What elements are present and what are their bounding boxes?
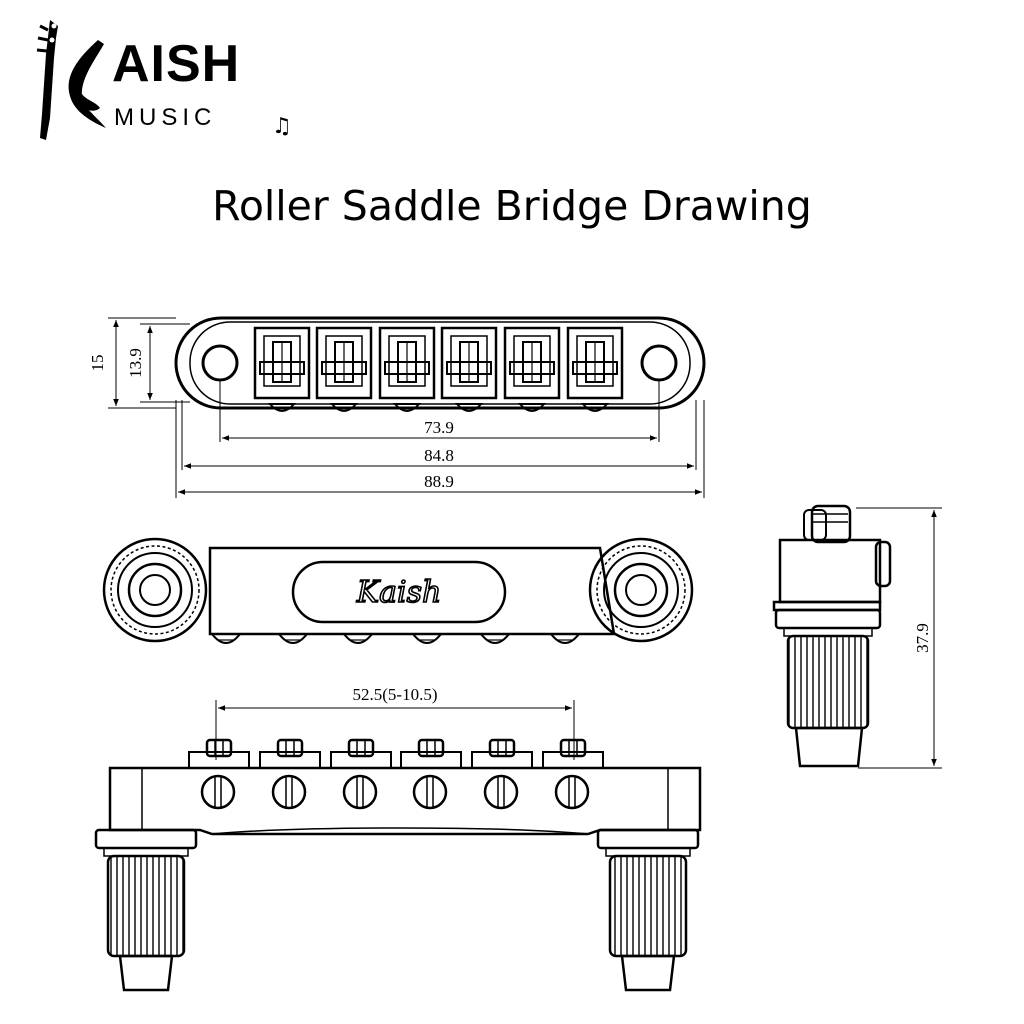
saddle-top-1 bbox=[253, 326, 311, 400]
saddle-top-3 bbox=[378, 326, 436, 400]
height-screw-hole bbox=[483, 774, 519, 810]
saddle-rear-6 bbox=[542, 738, 604, 769]
height-screw-hole bbox=[412, 774, 448, 810]
dim-height-inner: 13.9 bbox=[126, 348, 145, 378]
front-screw bbox=[341, 633, 375, 644]
brand-plate-text: Kaish bbox=[356, 575, 442, 610]
saddle-rear-2 bbox=[259, 738, 321, 769]
height-screw-hole bbox=[200, 774, 236, 810]
height-screw-hole bbox=[271, 774, 307, 810]
saddle-top-6 bbox=[566, 326, 624, 400]
dim-string-spacing: 52.5(5-10.5) bbox=[353, 685, 438, 704]
intonation-screw bbox=[454, 403, 484, 412]
dim-post-spacing: 73.9 bbox=[424, 418, 454, 437]
dim-total-height: 37.9 bbox=[913, 623, 932, 653]
logo-subtitle: MUSIC bbox=[114, 104, 217, 131]
saddle-rear-5 bbox=[471, 738, 533, 769]
kaish-music-logo: AISH MUSIC ♫ bbox=[34, 18, 292, 143]
left-thumbwheel bbox=[102, 537, 208, 643]
front-screw bbox=[548, 633, 582, 644]
intonation-screw bbox=[392, 403, 422, 412]
dim-height-outer: 15 bbox=[88, 355, 107, 372]
music-note-icon: ♫ bbox=[272, 114, 292, 139]
left-post-hole bbox=[201, 344, 239, 382]
saddle-top-2 bbox=[315, 326, 373, 400]
front-screw bbox=[276, 633, 310, 644]
rear-view-body bbox=[108, 766, 702, 836]
front-view bbox=[102, 537, 694, 644]
right-post bbox=[608, 854, 688, 958]
saddle-top bbox=[253, 326, 624, 400]
top-view-body bbox=[174, 316, 706, 410]
front-screw bbox=[209, 633, 243, 644]
dim-total-length: 88.9 bbox=[424, 472, 454, 491]
guitar-k-icon bbox=[36, 20, 106, 140]
saddle-rear-1 bbox=[188, 738, 250, 769]
right-post-hole bbox=[640, 344, 678, 382]
dim-body-length: 84.8 bbox=[424, 446, 454, 465]
intonation-screw bbox=[580, 403, 610, 412]
brand-plate bbox=[291, 560, 507, 624]
saddle-rear-3 bbox=[330, 738, 392, 769]
front-screw bbox=[478, 633, 512, 644]
intonation-screw bbox=[267, 403, 297, 412]
side-view bbox=[772, 504, 942, 769]
front-screw bbox=[410, 633, 444, 644]
right-thumbwheel bbox=[588, 537, 694, 643]
rear-view bbox=[94, 700, 702, 992]
top-view bbox=[108, 316, 706, 498]
saddle-rear-4 bbox=[400, 738, 462, 769]
intonation-screw bbox=[329, 403, 359, 412]
height-screw-hole bbox=[554, 774, 590, 810]
side-view-body bbox=[778, 538, 882, 604]
page-title: Roller Saddle Bridge Drawing bbox=[212, 182, 812, 230]
side-view-post bbox=[786, 634, 870, 730]
intonation-screw bbox=[517, 403, 547, 412]
saddle-top-4 bbox=[440, 326, 498, 400]
logo-name: AISH bbox=[112, 35, 241, 93]
height-screw-hole bbox=[342, 774, 378, 810]
left-post bbox=[106, 854, 186, 958]
saddle-top-5 bbox=[503, 326, 561, 400]
